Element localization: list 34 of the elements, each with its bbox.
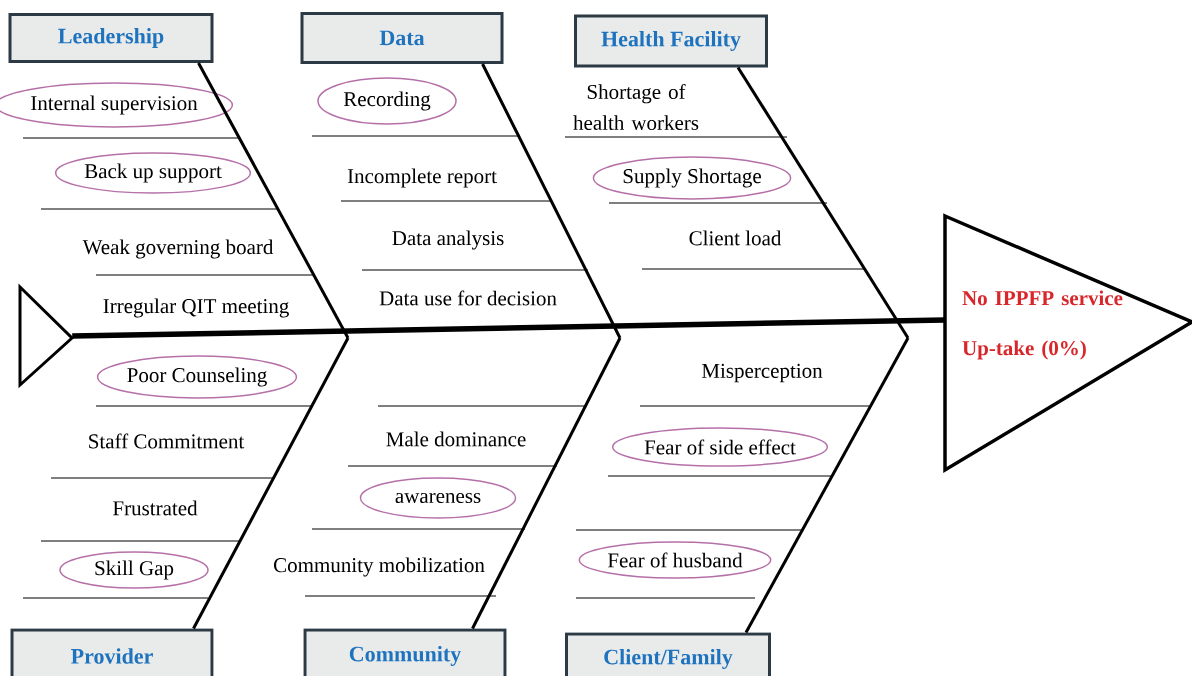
cause-label: Community mobilization	[274, 557, 485, 577]
category-box: Provider	[10, 628, 214, 676]
circled-cause: Internal supervision	[0, 82, 234, 128]
bone-line	[197, 62, 350, 339]
category-box: Data	[300, 12, 504, 64]
category-box: Community	[303, 628, 507, 676]
bone-line	[736, 66, 910, 339]
cause-label: Male dominance	[386, 431, 526, 447]
cause-label: Misperception	[701, 363, 823, 383]
circled-cause: Poor Counseling	[96, 355, 298, 399]
cause-label: Data analysis	[392, 230, 504, 250]
category-box: Client/Family	[565, 632, 771, 676]
circled-cause: Fear of side effect	[611, 427, 829, 467]
circled-cause: Supply Shortage	[592, 156, 792, 200]
circled-cause: awareness	[359, 477, 517, 519]
circled-cause: Back up support	[54, 152, 252, 194]
cause-label: Frustrated	[113, 500, 198, 516]
circled-cause: Recording	[317, 77, 457, 125]
bone-line	[192, 337, 350, 630]
cause-label: Client load	[689, 230, 782, 246]
bone-line	[744, 337, 910, 634]
cause-label: Incomplete report	[347, 168, 497, 188]
cause-label: Irregular QIT meeting	[103, 298, 289, 318]
cause-label: Data use for decision	[379, 290, 557, 306]
category-box: Health Facility	[574, 14, 768, 68]
circled-cause: Skill Gap	[59, 551, 209, 589]
cause-label: Staff Commitment	[89, 433, 245, 449]
cause-label: Shortage of health workers	[573, 84, 699, 130]
cause-label: Weak governing board	[82, 239, 274, 259]
category-box: Leadership	[8, 13, 214, 63]
bone-line	[471, 337, 622, 630]
bone-line	[481, 63, 622, 339]
bone-line	[72, 317, 945, 339]
circled-cause: Fear of husband	[578, 541, 772, 579]
